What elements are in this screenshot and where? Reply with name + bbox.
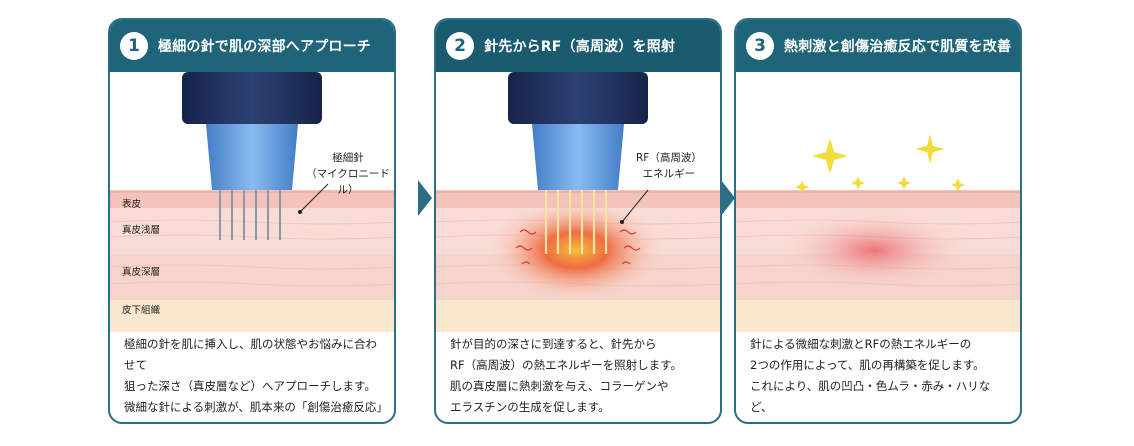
step-2-header: 2 針先からRF（高周波）を照射 bbox=[436, 20, 720, 72]
needle-callout: 極細針 （マイクロニードル） bbox=[306, 152, 390, 196]
step-2-skin-illustration bbox=[436, 72, 720, 332]
rf-wave-marks bbox=[515, 229, 641, 265]
step-2-panel: 2 針先からRF（高周波）を照射 bbox=[434, 18, 722, 424]
step-1-number: 1 bbox=[120, 32, 148, 60]
rf-heat-zone bbox=[486, 198, 666, 302]
step-1-skin-illustration bbox=[110, 72, 394, 332]
step-2-description: 針が目的の深さに到達すると、針先から RF（高周波）の熱エネルギーを照射します。… bbox=[450, 337, 682, 414]
step-1-header: 1 極細の針で肌の深部へアプローチ bbox=[110, 20, 394, 72]
step-3-number: 3 bbox=[746, 32, 774, 60]
sparkle-icon bbox=[795, 134, 965, 194]
step-3-title: 熱刺激と創傷治癒反応で肌質を改善 bbox=[784, 39, 1012, 55]
step-3-header: 3 熱刺激と創傷治癒反応で肌質を改善 bbox=[736, 20, 1020, 72]
dermis-upper-layer bbox=[110, 208, 394, 254]
step-1-panel: 1 極細の針で肌の深部へアプローチ 極 bbox=[108, 18, 396, 424]
regeneration-zone bbox=[778, 210, 970, 290]
step-3-panel: 3 熱刺激と創傷治癒反応で肌質を改善 針による微細な刺激とRFの熱エネルギ bbox=[734, 18, 1022, 424]
layer-label-subcutaneous: 皮下組織 bbox=[122, 305, 161, 316]
arrow-right-icon bbox=[721, 180, 735, 216]
step-1-title: 極細の針で肌の深部へアプローチ bbox=[158, 39, 371, 55]
subcutaneous-layer bbox=[110, 300, 394, 332]
layer-label-dermis-upper: 真皮浅層 bbox=[122, 225, 161, 236]
epidermis-layer bbox=[110, 190, 394, 208]
layer-label-epidermis: 表皮 bbox=[122, 199, 142, 210]
step-2-number: 2 bbox=[446, 32, 474, 60]
step-2-title: 針先からRF（高周波）を照射 bbox=[484, 39, 676, 55]
step-3-skin-illustration bbox=[736, 134, 1020, 332]
device-body bbox=[182, 72, 322, 124]
dermis-deep-layer bbox=[110, 254, 394, 300]
rf-callout: RF（高周波） エネルギー bbox=[636, 152, 702, 180]
layer-label-dermis-deep: 真皮深層 bbox=[122, 267, 161, 278]
microneedles bbox=[219, 190, 281, 240]
needle-head bbox=[206, 124, 298, 190]
step-3-description: 針による微細な刺激とRFの熱エネルギーの 2つの作用によって、肌の再構築を促しま… bbox=[750, 337, 991, 422]
arrow-right-icon bbox=[418, 180, 432, 216]
step-1-description: 極細の針を肌に挿入し、肌の状態やお悩みに合わせて 狙った深さ（真皮層など）へアプ… bbox=[124, 337, 383, 422]
